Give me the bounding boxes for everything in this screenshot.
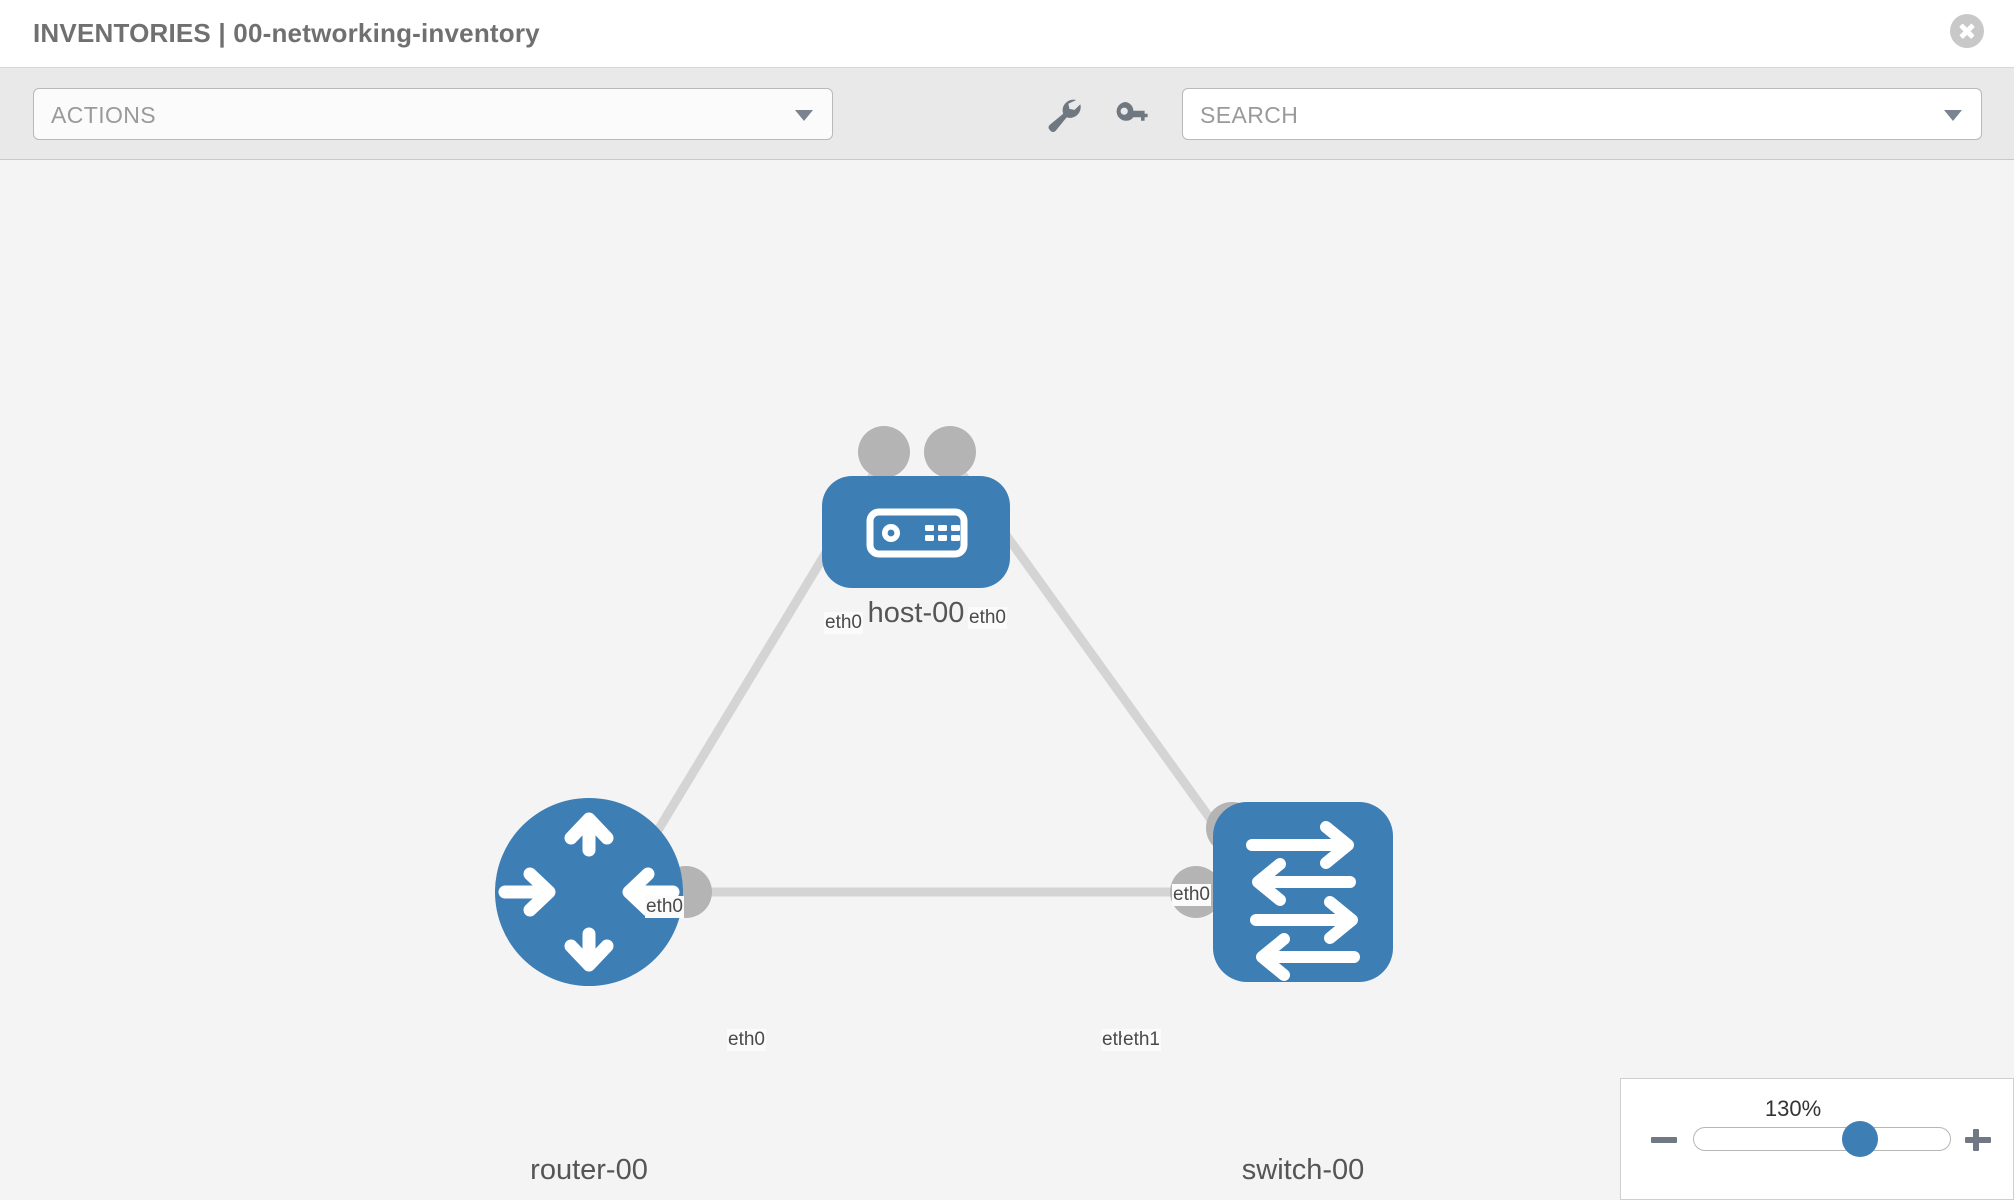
iface-label-router-up: eth0	[645, 896, 684, 918]
node-switch-00	[1213, 802, 1393, 982]
port-host-right	[924, 426, 976, 478]
iface-label-host-left: eth0	[824, 612, 863, 634]
plus-icon[interactable]	[1963, 1125, 1993, 1155]
toolbar: ACTIONS SEARCH	[0, 68, 2014, 160]
chevron-down-icon	[795, 110, 813, 121]
router-arrows-icon	[498, 812, 680, 972]
switch-arrows-icon	[1246, 821, 1360, 981]
actions-dropdown-label: ACTIONS	[51, 102, 157, 128]
zoom-slider-handle[interactable]	[1842, 1121, 1878, 1157]
node-label-switch-00: switch-00	[1241, 1154, 1365, 1187]
node-router-00	[495, 798, 683, 986]
search-input[interactable]: SEARCH	[1182, 88, 1982, 140]
node-label-host-00: host-00	[867, 597, 965, 630]
search-placeholder: SEARCH	[1200, 102, 1299, 128]
zoom-percent-label: 130%	[1764, 1096, 1822, 1121]
server-icon	[866, 508, 968, 558]
actions-dropdown[interactable]: ACTIONS	[33, 88, 833, 140]
topology-graph	[495, 426, 1393, 986]
minus-icon[interactable]	[1649, 1125, 1679, 1155]
iface-label-router-right: eth0	[727, 1029, 766, 1051]
topology-canvas[interactable]: host-00 router-00 switch-00 eth0 eth0 et…	[0, 160, 2014, 1200]
node-label-router-00: router-00	[530, 1154, 648, 1187]
iface-label-switch-left-b: eth1	[1122, 1029, 1161, 1051]
zoom-slider-track[interactable]	[1693, 1127, 1951, 1151]
page-title: INVENTORIES | 00-networking-inventory	[33, 18, 540, 48]
close-circle-icon[interactable]	[1950, 14, 1984, 48]
wrench-icon[interactable]	[1045, 96, 1085, 134]
chevron-down-icon	[1944, 110, 1962, 121]
iface-label-switch-up: eth0	[1172, 884, 1211, 906]
node-host-00	[822, 476, 1010, 588]
key-icon[interactable]	[1112, 96, 1152, 134]
page-header: INVENTORIES | 00-networking-inventory	[0, 0, 2014, 68]
zoom-control-panel: 130%	[1620, 1078, 2014, 1200]
port-host-left	[858, 426, 910, 478]
iface-label-host-right: eth0	[968, 607, 1007, 629]
